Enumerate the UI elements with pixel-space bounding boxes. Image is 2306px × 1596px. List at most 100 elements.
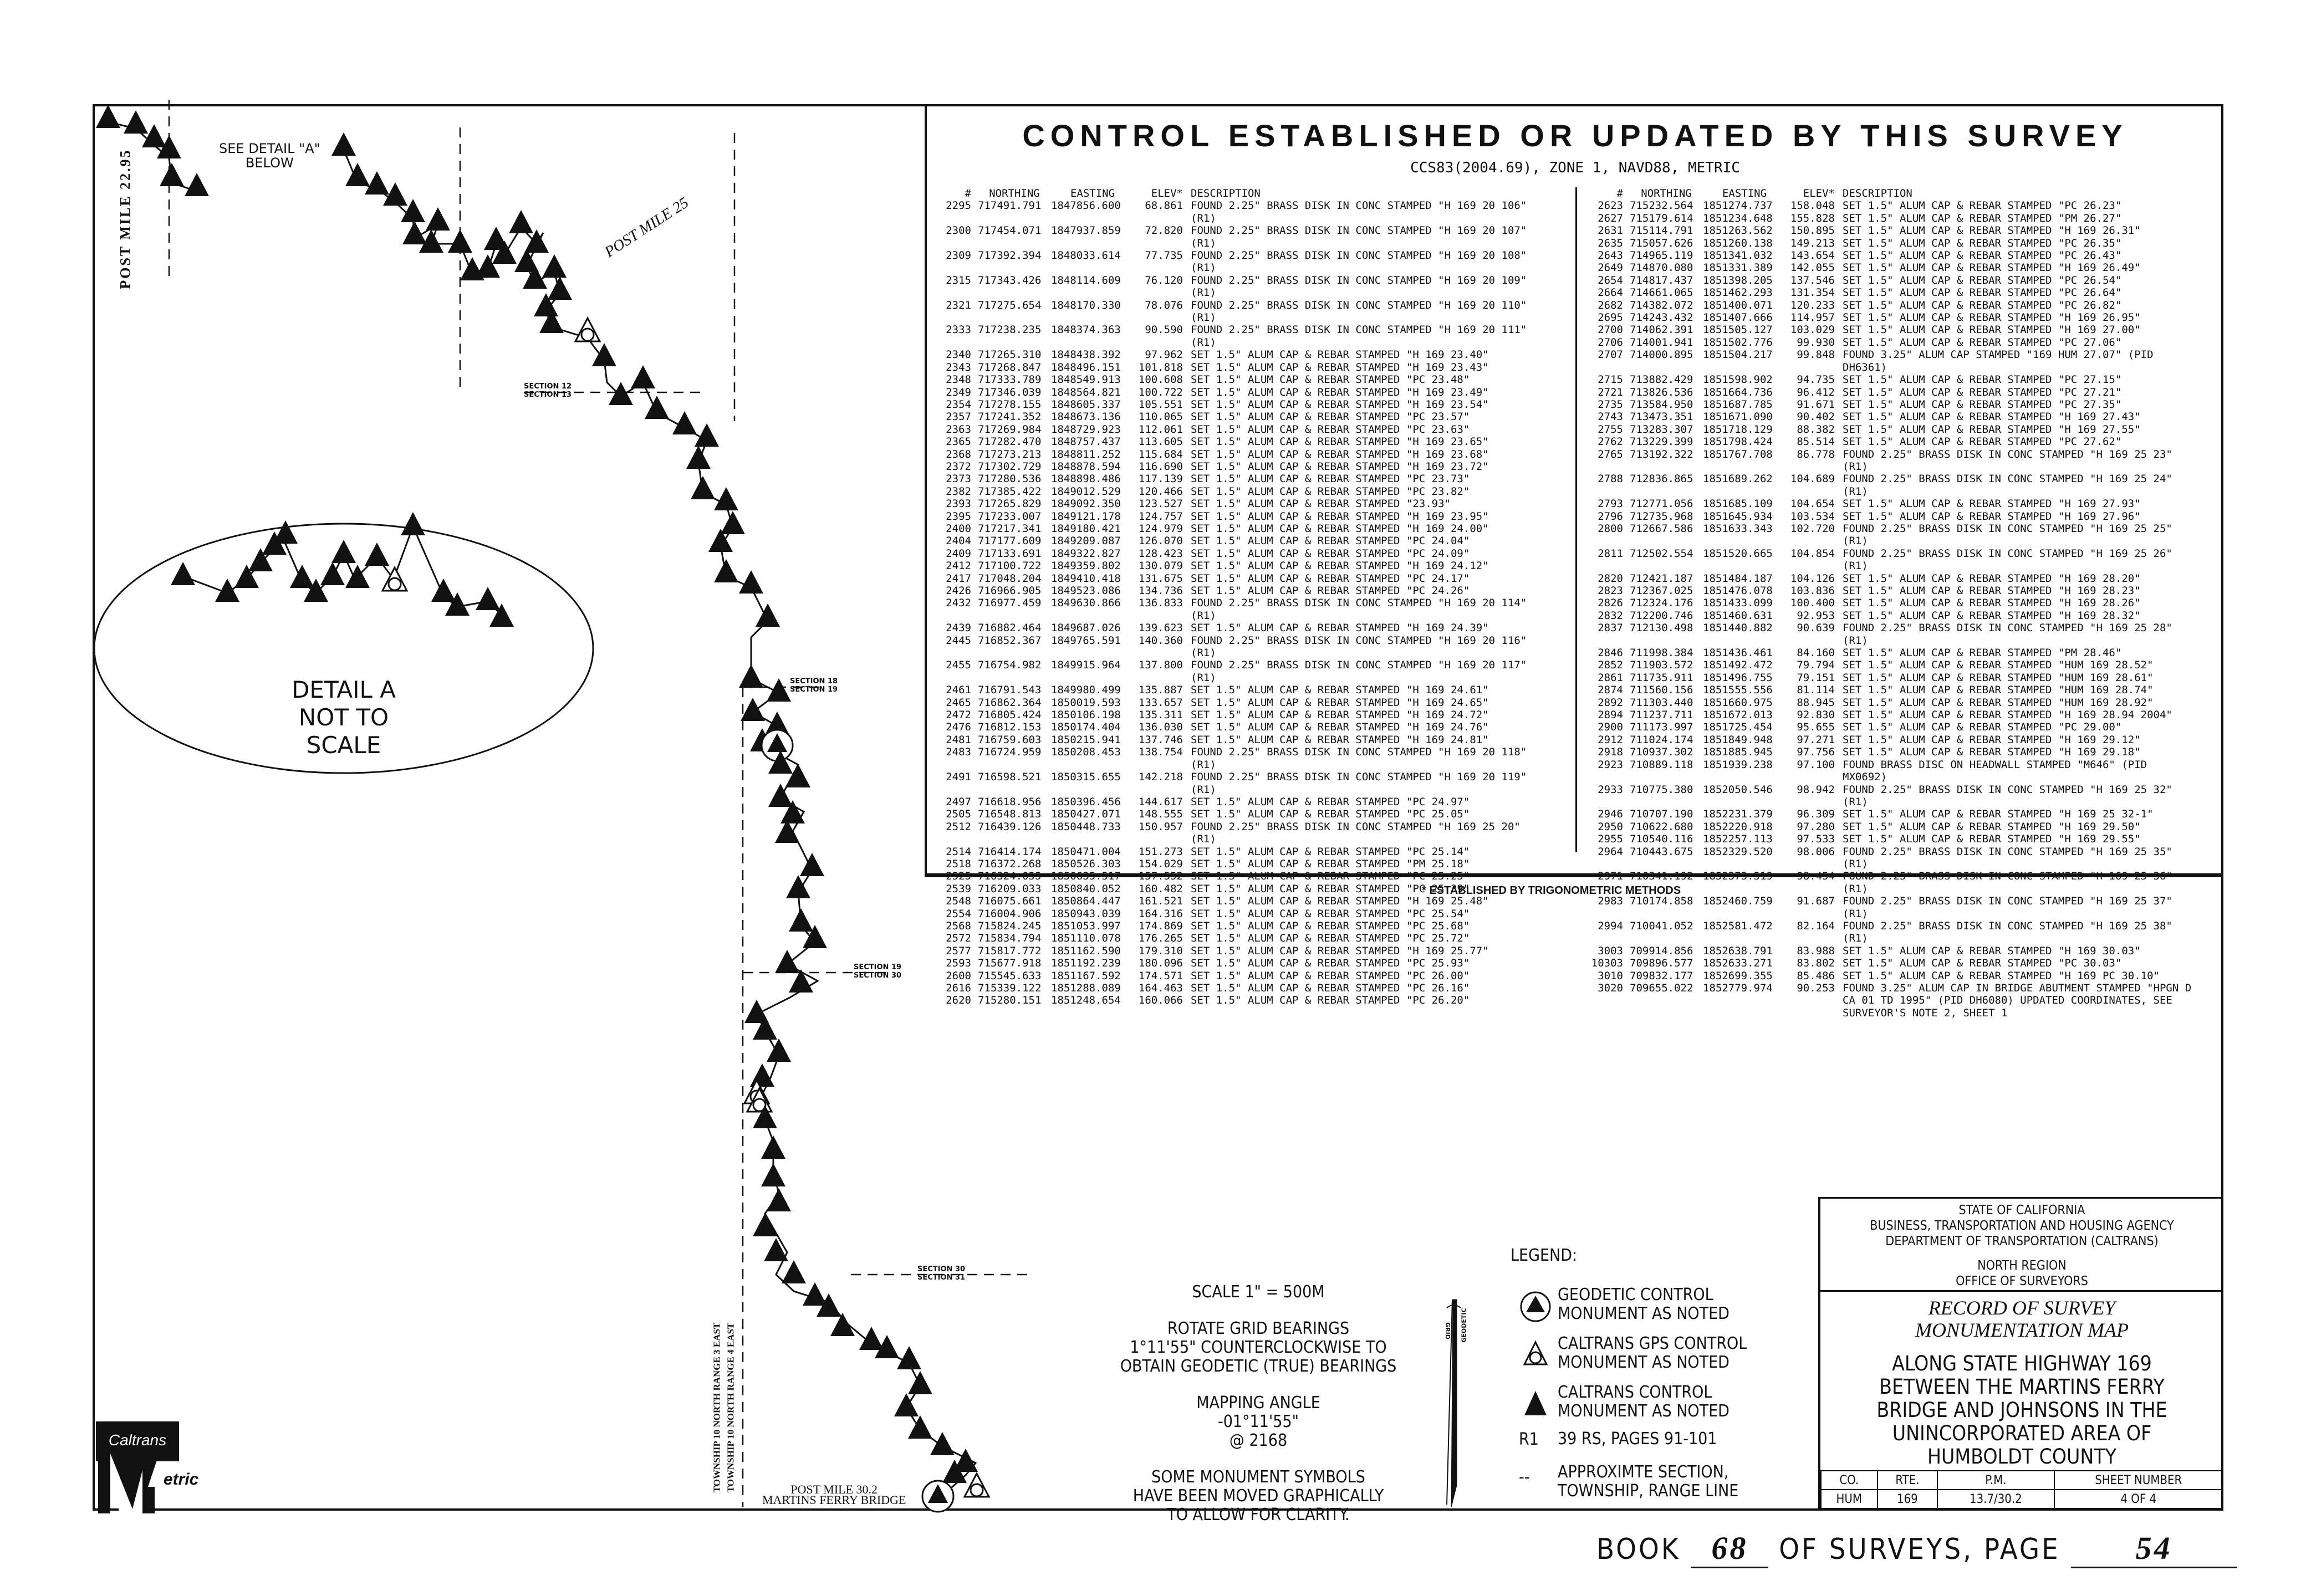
northing: 715817.772 bbox=[978, 944, 1042, 957]
elevation: 97.962 bbox=[1145, 349, 1183, 361]
title-block-rule bbox=[1820, 1290, 2223, 1292]
table-header-cell: ELEV* bbox=[1803, 187, 1835, 200]
monument-number: 2382 bbox=[946, 485, 971, 498]
description: SET 1.5" ALUM CAP & REBAR STAMPED "PC 23… bbox=[1191, 485, 1470, 498]
northing: 716324.055 bbox=[978, 870, 1042, 883]
easting: 1850471.004 bbox=[1051, 845, 1121, 858]
description: SET 1.5" ALUM CAP & REBAR STAMPED "H 169… bbox=[1843, 709, 2172, 722]
northing: 716882.464 bbox=[978, 622, 1042, 635]
easting: 1851939.238 bbox=[1703, 758, 1773, 771]
description: SET 1.5" ALUM CAP & REBAR STAMPED "PC 23… bbox=[1191, 411, 1470, 423]
elevation: 85.514 bbox=[1797, 436, 1835, 448]
easting: 1851687.785 bbox=[1703, 398, 1773, 411]
elevation: 77.735 bbox=[1145, 249, 1183, 262]
monument-number: 3010 bbox=[1598, 969, 1623, 982]
sheet-info-header: CO. RTE. P.M. SHEET NUMBER bbox=[1820, 1470, 2223, 1490]
monument-number: 2971 bbox=[1598, 870, 1623, 883]
description: SET 1.5" ALUM CAP & REBAR STAMPED "H 169… bbox=[1191, 398, 1489, 411]
description: SET 1.5" ALUM CAP & REBAR STAMPED "PC 27… bbox=[1843, 386, 2122, 398]
monument-number: 3003 bbox=[1598, 944, 1623, 957]
easting: 1852220.918 bbox=[1703, 820, 1773, 833]
description: SET 1.5" ALUM CAP & REBAR STAMPED "H 169… bbox=[1191, 560, 1489, 572]
northing: 717238.235 bbox=[978, 324, 1042, 336]
easting: 1852779.974 bbox=[1703, 982, 1773, 994]
northing: 709832.177 bbox=[1630, 969, 1693, 982]
description: SET 1.5" ALUM CAP & REBAR STAMPED "H 169… bbox=[1191, 448, 1489, 461]
monument-number: 2923 bbox=[1598, 758, 1623, 771]
description: SET 1.5" ALUM CAP & REBAR STAMPED "PC 23… bbox=[1191, 473, 1470, 485]
easting: 1851440.882 bbox=[1703, 622, 1773, 635]
elevation: 97.756 bbox=[1797, 746, 1835, 759]
elevation: 79.794 bbox=[1797, 659, 1835, 672]
northing: 716862.364 bbox=[978, 696, 1042, 709]
table-header-cell: NORTHING bbox=[989, 187, 1040, 200]
description: SET 1.5" ALUM CAP & REBAR STAMPED "PC 24… bbox=[1191, 585, 1470, 597]
northing: 716759.603 bbox=[978, 733, 1042, 746]
elevation: 150.957 bbox=[1138, 820, 1183, 833]
sheet-info-values: HUM 169 13.7/30.2 4 OF 4 bbox=[1820, 1489, 2223, 1509]
monument-number: 2439 bbox=[946, 622, 971, 635]
northing: 710041.052 bbox=[1630, 919, 1693, 932]
description: SET 1.5" ALUM CAP & REBAR STAMPED "PC 23… bbox=[1191, 374, 1470, 386]
monument-number: 2455 bbox=[946, 659, 971, 672]
northing: 710937.302 bbox=[1630, 746, 1693, 759]
description: SET 1.5" ALUM CAP & REBAR STAMPED "PC 23… bbox=[1191, 423, 1470, 436]
monument-number: 2309 bbox=[946, 249, 971, 262]
easting: 1852231.379 bbox=[1703, 808, 1773, 821]
easting: 1852638.791 bbox=[1703, 944, 1773, 957]
description: SET 1.5" ALUM CAP & REBAR STAMPED "HUM 1… bbox=[1843, 696, 2154, 709]
easting: 1850106.198 bbox=[1051, 709, 1121, 722]
caltrans-control-icon bbox=[1524, 1391, 1547, 1415]
easting: 1851504.217 bbox=[1703, 349, 1773, 361]
book-page-reference: BOOK 68 OF SURVEYS, PAGE 54 bbox=[1596, 1530, 2237, 1568]
description: SET 1.5" ALUM CAP & REBAR STAMPED "PC 25… bbox=[1191, 870, 1470, 883]
north-arrow-grid-label: GRID bbox=[1443, 1322, 1451, 1339]
monument-number: 2695 bbox=[1598, 311, 1623, 324]
northing: 716004.906 bbox=[978, 907, 1042, 920]
easting: 1850215.941 bbox=[1051, 733, 1121, 746]
easting: 1850396.456 bbox=[1051, 795, 1121, 808]
monument-number: 2349 bbox=[946, 386, 971, 398]
northing: 717217.341 bbox=[978, 522, 1042, 535]
elevation: 131.354 bbox=[1790, 287, 1835, 299]
description: SET 1.5" ALUM CAP & REBAR STAMPED "PC 26… bbox=[1843, 274, 2122, 287]
monument-number: 2664 bbox=[1598, 287, 1623, 299]
description: SET 1.5" ALUM CAP & REBAR STAMPED "H 169… bbox=[1843, 510, 2141, 523]
monument-number: 2826 bbox=[1598, 597, 1623, 610]
elevation: 90.590 bbox=[1145, 324, 1183, 336]
elevation: 114.957 bbox=[1790, 311, 1835, 324]
elevation: 176.265 bbox=[1138, 932, 1183, 945]
elevation: 90.639 bbox=[1797, 622, 1835, 635]
northing: 710775.380 bbox=[1630, 783, 1693, 796]
elevation: 99.930 bbox=[1797, 336, 1835, 349]
easting: 1851053.997 bbox=[1051, 919, 1121, 932]
northing: 717280.536 bbox=[978, 473, 1042, 485]
easting: 1851484.187 bbox=[1703, 572, 1773, 585]
elevation: 137.800 bbox=[1138, 659, 1183, 672]
easting: 1848496.151 bbox=[1051, 361, 1121, 374]
elevation: 85.486 bbox=[1797, 969, 1835, 982]
monument-number: 2497 bbox=[946, 795, 971, 808]
description: SET 1.5" ALUM CAP & REBAR STAMPED "H 169… bbox=[1843, 262, 2141, 274]
northing: 713473.351 bbox=[1630, 411, 1693, 423]
northing: 710622.680 bbox=[1630, 820, 1693, 833]
description: FOUND 2.25" BRASS DISK IN CONC STAMPED "… bbox=[1191, 771, 1527, 796]
elevation: 98.454 bbox=[1797, 870, 1835, 883]
monument-number: 2707 bbox=[1598, 349, 1623, 361]
